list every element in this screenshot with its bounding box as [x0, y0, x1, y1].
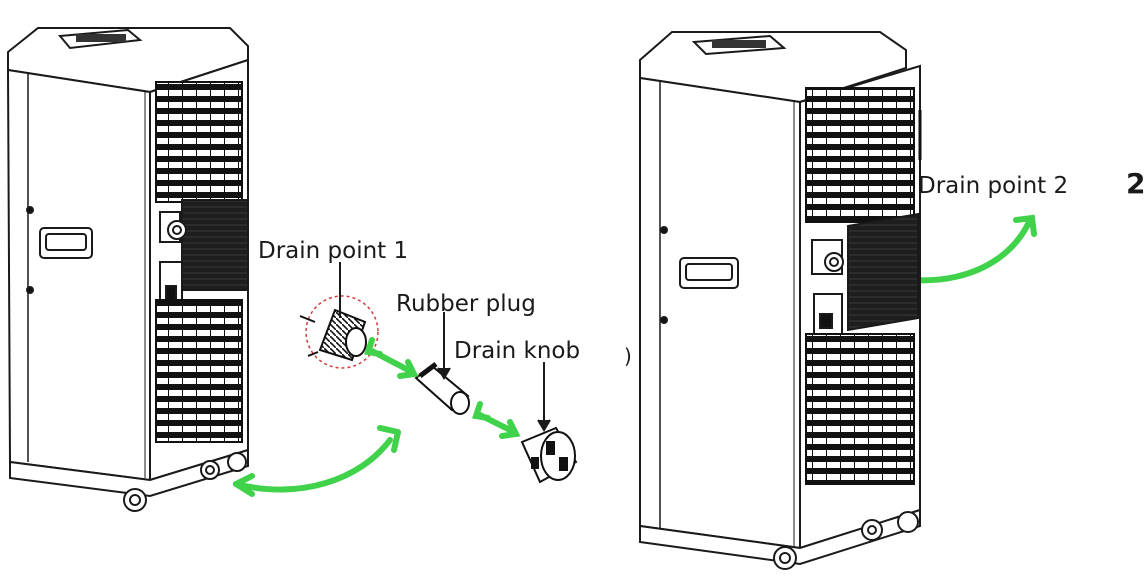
drain-knob-label: Drain knob	[454, 338, 581, 364]
step-number: 2	[1126, 167, 1145, 200]
leader-lines	[339, 262, 551, 432]
rubber-plug-icon	[414, 362, 470, 415]
drain-knob-icon	[520, 426, 578, 484]
left-ac-unit	[6, 27, 249, 512]
right-ac-unit	[639, 31, 921, 570]
drain-point-2-label: Drain point 2	[918, 173, 1069, 199]
rubber-plug-label: Rubber plug	[396, 291, 536, 317]
drain-point-1-detail	[299, 295, 379, 369]
drain-point-1-label: Drain point 1	[258, 238, 409, 264]
edge-mark: )	[624, 344, 632, 368]
